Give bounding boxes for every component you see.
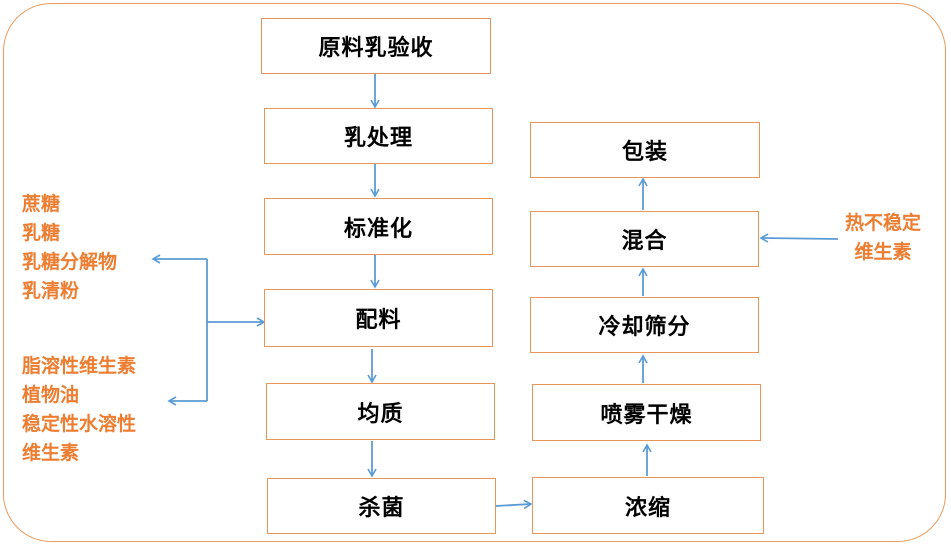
note-line: 乳清粉 <box>22 280 80 302</box>
step-label: 标准化 <box>343 216 413 242</box>
arrow-sterilization-to-concentration <box>495 499 533 510</box>
step-label: 冷却筛分 <box>598 315 691 340</box>
note-line: 乳糖 <box>22 222 61 244</box>
step-standardization: 标准化 <box>264 198 493 255</box>
step-raw-milk-acceptance: 原料乳验收 <box>261 18 491 74</box>
step-label: 喷雾干燥 <box>600 402 693 428</box>
step-label: 原料乳验收 <box>318 36 434 61</box>
step-label: 杀菌 <box>358 496 405 521</box>
step-concentration: 浓缩 <box>532 477 764 534</box>
step-label: 混合 <box>621 229 668 254</box>
step-packaging: 包装 <box>530 122 760 178</box>
note-heat-unstable-vitamins: 热不稳定 维生素 <box>845 209 921 267</box>
step-milk-processing: 乳处理 <box>264 108 493 164</box>
note-vitamins-oils: 脂溶性维生素 植物油 稳定性水溶性 维生素 <box>22 352 136 468</box>
note-line: 维生素 <box>22 442 80 464</box>
note-line: 乳糖分解物 <box>22 251 118 273</box>
note-line: 脂溶性维生素 <box>22 355 137 377</box>
note-sugars: 蔗糖 乳糖 乳糖分解物 乳清粉 <box>22 190 117 306</box>
step-label: 浓缩 <box>624 495 671 521</box>
step-homogenization: 均质 <box>266 383 495 440</box>
step-mixing: 混合 <box>530 211 759 267</box>
arrow-vitamins-to-mixing <box>759 233 839 243</box>
step-label: 包装 <box>621 140 668 165</box>
note-line: 植物油 <box>22 384 80 406</box>
outer-frame <box>3 3 946 542</box>
step-label: 均质 <box>357 401 404 427</box>
step-label: 配料 <box>355 308 402 333</box>
note-line: 稳定性水溶性 <box>22 413 137 435</box>
step-spray-drying: 喷雾干燥 <box>532 384 761 441</box>
step-batching: 配料 <box>264 289 493 347</box>
step-sterilization: 杀菌 <box>267 478 496 534</box>
note-line: 热不稳定 <box>845 212 922 234</box>
note-line: 维生素 <box>854 241 912 263</box>
step-label: 乳处理 <box>343 126 413 151</box>
step-cooling-sieving: 冷却筛分 <box>530 297 759 353</box>
note-line: 蔗糖 <box>22 193 61 215</box>
